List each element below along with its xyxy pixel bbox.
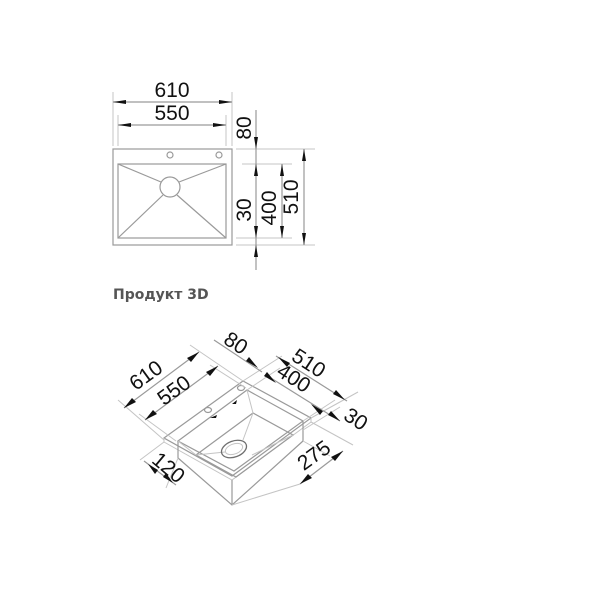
iso-dim-label-80: 80 (219, 328, 251, 360)
dim-label-610: 610 (154, 79, 189, 102)
dim-400-plan: 400 (258, 164, 284, 238)
dim-610-plan: 610 (113, 79, 232, 104)
section-title-product-3d: Продукт 3D (113, 287, 209, 303)
dim-label-30: 30 (233, 198, 256, 221)
dim-510-plan: 510 (280, 149, 306, 245)
iso-overflow-hole-icon (236, 384, 246, 392)
iso-tap-hole-icon (203, 406, 213, 414)
sink-bowl-edge (117, 163, 227, 239)
plan-view: 610 550 8 (112, 79, 315, 270)
dim-80-30-plan: 80 30 (233, 110, 258, 270)
tap-hole-icon (166, 151, 174, 159)
drain-icon (159, 176, 181, 198)
dim-label-400: 400 (258, 190, 281, 225)
iso-dim-label-120: 120 (147, 448, 189, 488)
dim-80-iso: 80 (213, 328, 263, 373)
dim-120-iso: 120 (139, 441, 189, 489)
dim-label-550: 550 (154, 102, 189, 125)
iso-dim-label-275: 275 (293, 436, 335, 475)
sink-outer-edge (112, 148, 233, 246)
iso-dim-label-30: 30 (339, 404, 371, 436)
dim-label-510: 510 (280, 179, 303, 214)
iso-view: 610 550 80 510 (117, 328, 372, 506)
overflow-hole-icon (215, 151, 223, 159)
dim-label-80: 80 (233, 116, 256, 139)
iso-drain-icon (220, 439, 248, 459)
dim-550-plan: 550 (118, 102, 226, 127)
